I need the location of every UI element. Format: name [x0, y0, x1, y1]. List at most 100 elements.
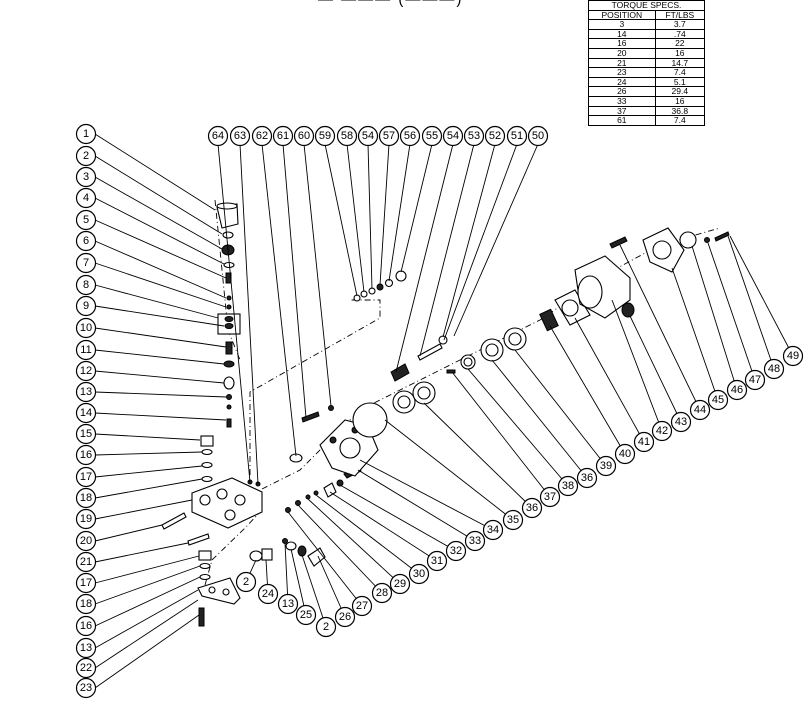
callout-17: 17	[75, 466, 97, 488]
part-shapes	[161, 202, 730, 627]
callout-number: 44	[694, 404, 706, 416]
callout-33: 33	[464, 530, 486, 552]
callout-24: 24	[257, 583, 279, 605]
callout-29: 29	[389, 573, 411, 595]
callout-61: 61	[272, 125, 294, 147]
callout-circle	[445, 540, 467, 562]
callout-circle	[75, 166, 97, 188]
callout-number: 9	[83, 300, 89, 312]
callout-number: 7	[83, 257, 89, 269]
callout-number: 51	[511, 130, 523, 142]
title-fragment: — ——— (———)	[318, 0, 463, 8]
callout-circle	[75, 295, 97, 317]
torque-value-cell: 7.4	[654, 115, 706, 126]
callout-41: 41	[633, 431, 655, 453]
callout-circle	[293, 125, 315, 147]
part-16-lower-manifold	[197, 577, 241, 605]
callout-circle	[707, 389, 729, 411]
callout-number: 29	[394, 578, 406, 590]
callout-number: 61	[277, 130, 289, 142]
callout-3: 3	[75, 166, 97, 188]
callout-number: 17	[80, 577, 92, 589]
callout-circle	[557, 475, 579, 497]
callout-circle	[295, 604, 317, 626]
callout-43: 43	[670, 411, 692, 433]
callout-circle	[351, 595, 373, 617]
callout-64: 64	[207, 125, 229, 147]
callout-number: 4	[83, 192, 89, 204]
callout-circle	[235, 571, 257, 593]
callout-circle	[75, 230, 97, 252]
callout-circle	[614, 443, 636, 465]
callout-number: 52	[489, 130, 501, 142]
callout-number: 3	[83, 171, 89, 183]
callout-circle	[75, 317, 97, 339]
callout-12: 12	[75, 360, 97, 382]
callout-circle	[75, 466, 97, 488]
part-35-oring	[352, 402, 388, 438]
callout-32: 32	[445, 540, 467, 562]
callout-number: 26	[339, 611, 351, 623]
callout-circle	[482, 519, 504, 541]
callout-48: 48	[763, 358, 785, 380]
callout-circle	[75, 615, 97, 637]
callout-circle	[75, 637, 97, 659]
callout-circle	[426, 550, 448, 572]
callout-circle	[421, 125, 443, 147]
callout-circle	[207, 125, 229, 147]
callout-circle	[670, 411, 692, 433]
callout-30: 30	[408, 563, 430, 585]
callout-circle	[463, 125, 485, 147]
callout-number: 18	[80, 598, 92, 610]
callout-34: 34	[482, 519, 504, 541]
callout-circle	[75, 187, 97, 209]
callout-number: 53	[468, 130, 480, 142]
callout-number: 31	[431, 555, 443, 567]
callout-18: 18	[75, 487, 97, 509]
callout-16: 16	[75, 615, 97, 637]
callout-63: 63	[229, 125, 251, 147]
callout-17: 17	[75, 572, 97, 594]
callout-number: 14	[80, 407, 92, 419]
callout-circle	[75, 657, 97, 679]
callout-number: 56	[404, 130, 416, 142]
callout-circle	[744, 369, 766, 391]
callout-59: 59	[314, 125, 336, 147]
callout-49: 49	[782, 345, 804, 367]
callout-number: 34	[487, 524, 499, 536]
callout-number: 41	[638, 436, 650, 448]
callout-circle	[651, 420, 673, 442]
callout-6: 6	[75, 230, 97, 252]
callout-number: 28	[376, 587, 388, 599]
callout-number: 24	[262, 588, 274, 600]
callout-11: 11	[75, 339, 97, 361]
callout-number: 13	[80, 642, 92, 654]
callout-circle	[75, 209, 97, 231]
callout-40: 40	[614, 443, 636, 465]
callout-number: 40	[619, 448, 631, 460]
callout-13: 13	[75, 381, 97, 403]
part-20-bolt	[161, 512, 187, 530]
callout-46: 46	[726, 379, 748, 401]
callout-number: 37	[544, 491, 556, 503]
callout-number: 8	[83, 279, 89, 291]
callout-number: 49	[787, 350, 799, 362]
callout-circle	[75, 508, 97, 530]
callout-number: 2	[323, 621, 329, 633]
callout-25: 25	[295, 604, 317, 626]
callout-number: 17	[80, 471, 92, 483]
leader-lines	[94, 133, 794, 689]
callout-circle	[763, 358, 785, 380]
callout-number: 13	[282, 598, 294, 610]
callout-circle	[75, 252, 97, 274]
callout-39: 39	[595, 455, 617, 477]
callout-8: 8	[75, 274, 97, 296]
callout-number: 30	[413, 568, 425, 580]
callout-number: 35	[507, 514, 519, 526]
callout-circle	[75, 444, 97, 466]
callout-number: 18	[80, 492, 92, 504]
callout-circle	[371, 582, 393, 604]
